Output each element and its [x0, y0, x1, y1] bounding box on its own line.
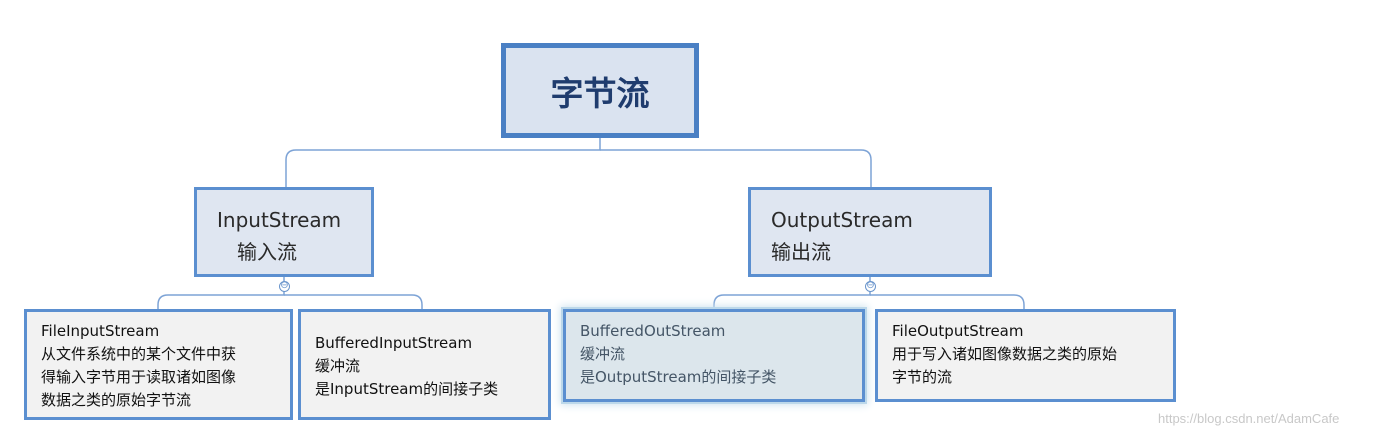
- file-output-stream-node[interactable]: FileOutputStream 用于写入诸如图像数据之类的原始 字节的流: [875, 309, 1176, 402]
- leaf-line: 数据之类的原始字节流: [41, 391, 192, 409]
- leaf-line: FileInputStream: [41, 322, 160, 340]
- output-stream-title: OutputStream: [771, 208, 913, 232]
- connector-root-input: [285, 138, 601, 187]
- collapse-input-icon[interactable]: ⊖: [279, 280, 290, 292]
- leaf-line: 缓冲流: [580, 345, 626, 363]
- buffered-input-stream-node[interactable]: BufferedInputStream 缓冲流 是InputStream的间接子…: [298, 309, 551, 420]
- collapse-output-icon[interactable]: ⊖: [865, 280, 876, 292]
- leaf-line: 用于写入诸如图像数据之类的原始: [892, 345, 1118, 363]
- leaf-line: 是OutputStream的间接子类: [580, 368, 777, 386]
- connector-input-children: [157, 277, 285, 309]
- connector-output-right: [870, 294, 1025, 309]
- connector-input-right: [284, 294, 423, 309]
- buffered-output-stream-node[interactable]: BufferedOutStream 缓冲流 是OutputStream的间接子类: [563, 309, 865, 402]
- root-label: 字节流: [550, 73, 650, 113]
- output-stream-node[interactable]: OutputStream 输出流: [748, 187, 992, 277]
- input-stream-node[interactable]: InputStream 输入流: [194, 187, 374, 277]
- connector-output-children: [713, 277, 871, 309]
- leaf-line: 得输入字节用于读取诸如图像: [41, 368, 237, 386]
- output-stream-subtitle: 输出流: [771, 240, 831, 264]
- root-node[interactable]: 字节流: [501, 43, 699, 138]
- file-input-stream-node[interactable]: FileInputStream 从文件系统中的某个文件中获 得输入字节用于读取诸…: [24, 309, 293, 420]
- leaf-line: 从文件系统中的某个文件中获: [41, 345, 237, 363]
- leaf-line: FileOutputStream: [892, 322, 1024, 340]
- leaf-line: 缓冲流: [315, 357, 361, 375]
- leaf-line: BufferedOutStream: [580, 322, 726, 340]
- leaf-line: 字节的流: [892, 368, 953, 386]
- connector-root-output: [600, 149, 872, 187]
- input-stream-subtitle: 输入流: [237, 240, 297, 264]
- input-stream-title: InputStream: [217, 208, 342, 232]
- watermark: https://blog.csdn.net/AdamCafe: [1158, 411, 1340, 426]
- leaf-line: 是InputStream的间接子类: [315, 380, 499, 398]
- leaf-line: BufferedInputStream: [315, 334, 473, 352]
